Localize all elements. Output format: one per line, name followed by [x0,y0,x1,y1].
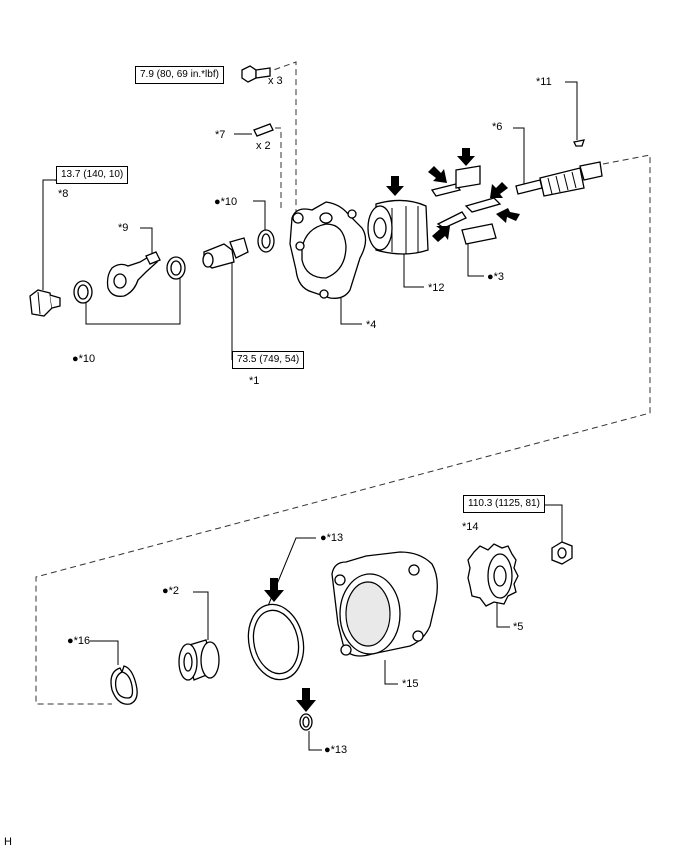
bolt [241,65,271,83]
pump-housing [289,201,367,299]
torque-spec-nut: 110.3 (1125, 81) [463,495,545,513]
label-part-9: *9 [118,222,129,234]
label-part-5: *5 [513,621,524,633]
ball-bearing [178,639,220,681]
union-bolt [202,237,249,269]
label-part-7: *7 [215,129,226,141]
label-part-13-upper-text: *13 [326,532,344,544]
label-part-12: *12 [428,282,445,294]
label-part-13-lower-text: *13 [330,744,348,756]
label-part-3-text: *3 [493,271,505,283]
label-part-10-upper-text: *10 [220,196,238,208]
snap-ring [110,665,138,705]
label-part-10-lower-text: *10 [78,353,96,365]
o-ring-small [299,713,313,731]
gasket-middle [166,256,186,280]
label-part-15: *15 [402,678,419,690]
torque-spec-bolt: 7.9 (80, 69 in.*lbf) [135,66,224,84]
torque-spec-plug: 13.7 (140, 10) [56,166,129,184]
knock-pin [253,123,274,137]
qty-pin: x 2 [256,140,271,152]
label-part-1: *1 [249,375,260,387]
label-part-2: ●*2 [162,585,179,597]
pump-rotor [367,199,429,255]
gasket-left [73,280,93,304]
bullet-mark: ● [214,196,221,208]
label-part-14: *14 [462,521,479,533]
label-part-13-lower: ●*13 [324,744,347,756]
drive-gear [467,543,519,607]
bullet-mark: ● [320,532,327,544]
pump-shaft [515,161,603,197]
drain-plug [29,289,61,317]
bullet-mark: ● [162,585,169,597]
arrows-upper [386,148,520,242]
arrows-lower [264,578,316,712]
label-part-10-lower: ●*10 [72,353,95,365]
label-part-16: ●*16 [67,635,90,647]
torque-spec-union: 73.5 (749, 54) [232,351,305,369]
label-part-10-upper: ●*10 [214,196,237,208]
label-part-6: *6 [492,121,503,133]
bullet-mark: ● [67,635,74,647]
pump-body [331,551,438,657]
footer-code: H [4,836,12,848]
bullet-mark: ● [487,271,494,283]
qty-bolt: x 3 [268,75,283,87]
label-part-2-text: *2 [168,585,180,597]
label-part-8: *8 [58,188,69,200]
label-part-11: *11 [536,76,552,88]
gasket-right [257,229,275,253]
label-part-13-upper: ●*13 [320,532,343,544]
bullet-mark: ● [324,744,331,756]
lock-nut [551,541,573,565]
woodruff-key [573,139,585,147]
bullet-mark: ● [72,353,79,365]
label-part-3: ●*3 [487,271,504,283]
label-part-4: *4 [366,319,377,331]
pump-vanes [430,165,502,245]
label-part-16-text: *16 [73,635,91,647]
o-ring-large [247,603,305,681]
union-fitting [106,251,161,297]
